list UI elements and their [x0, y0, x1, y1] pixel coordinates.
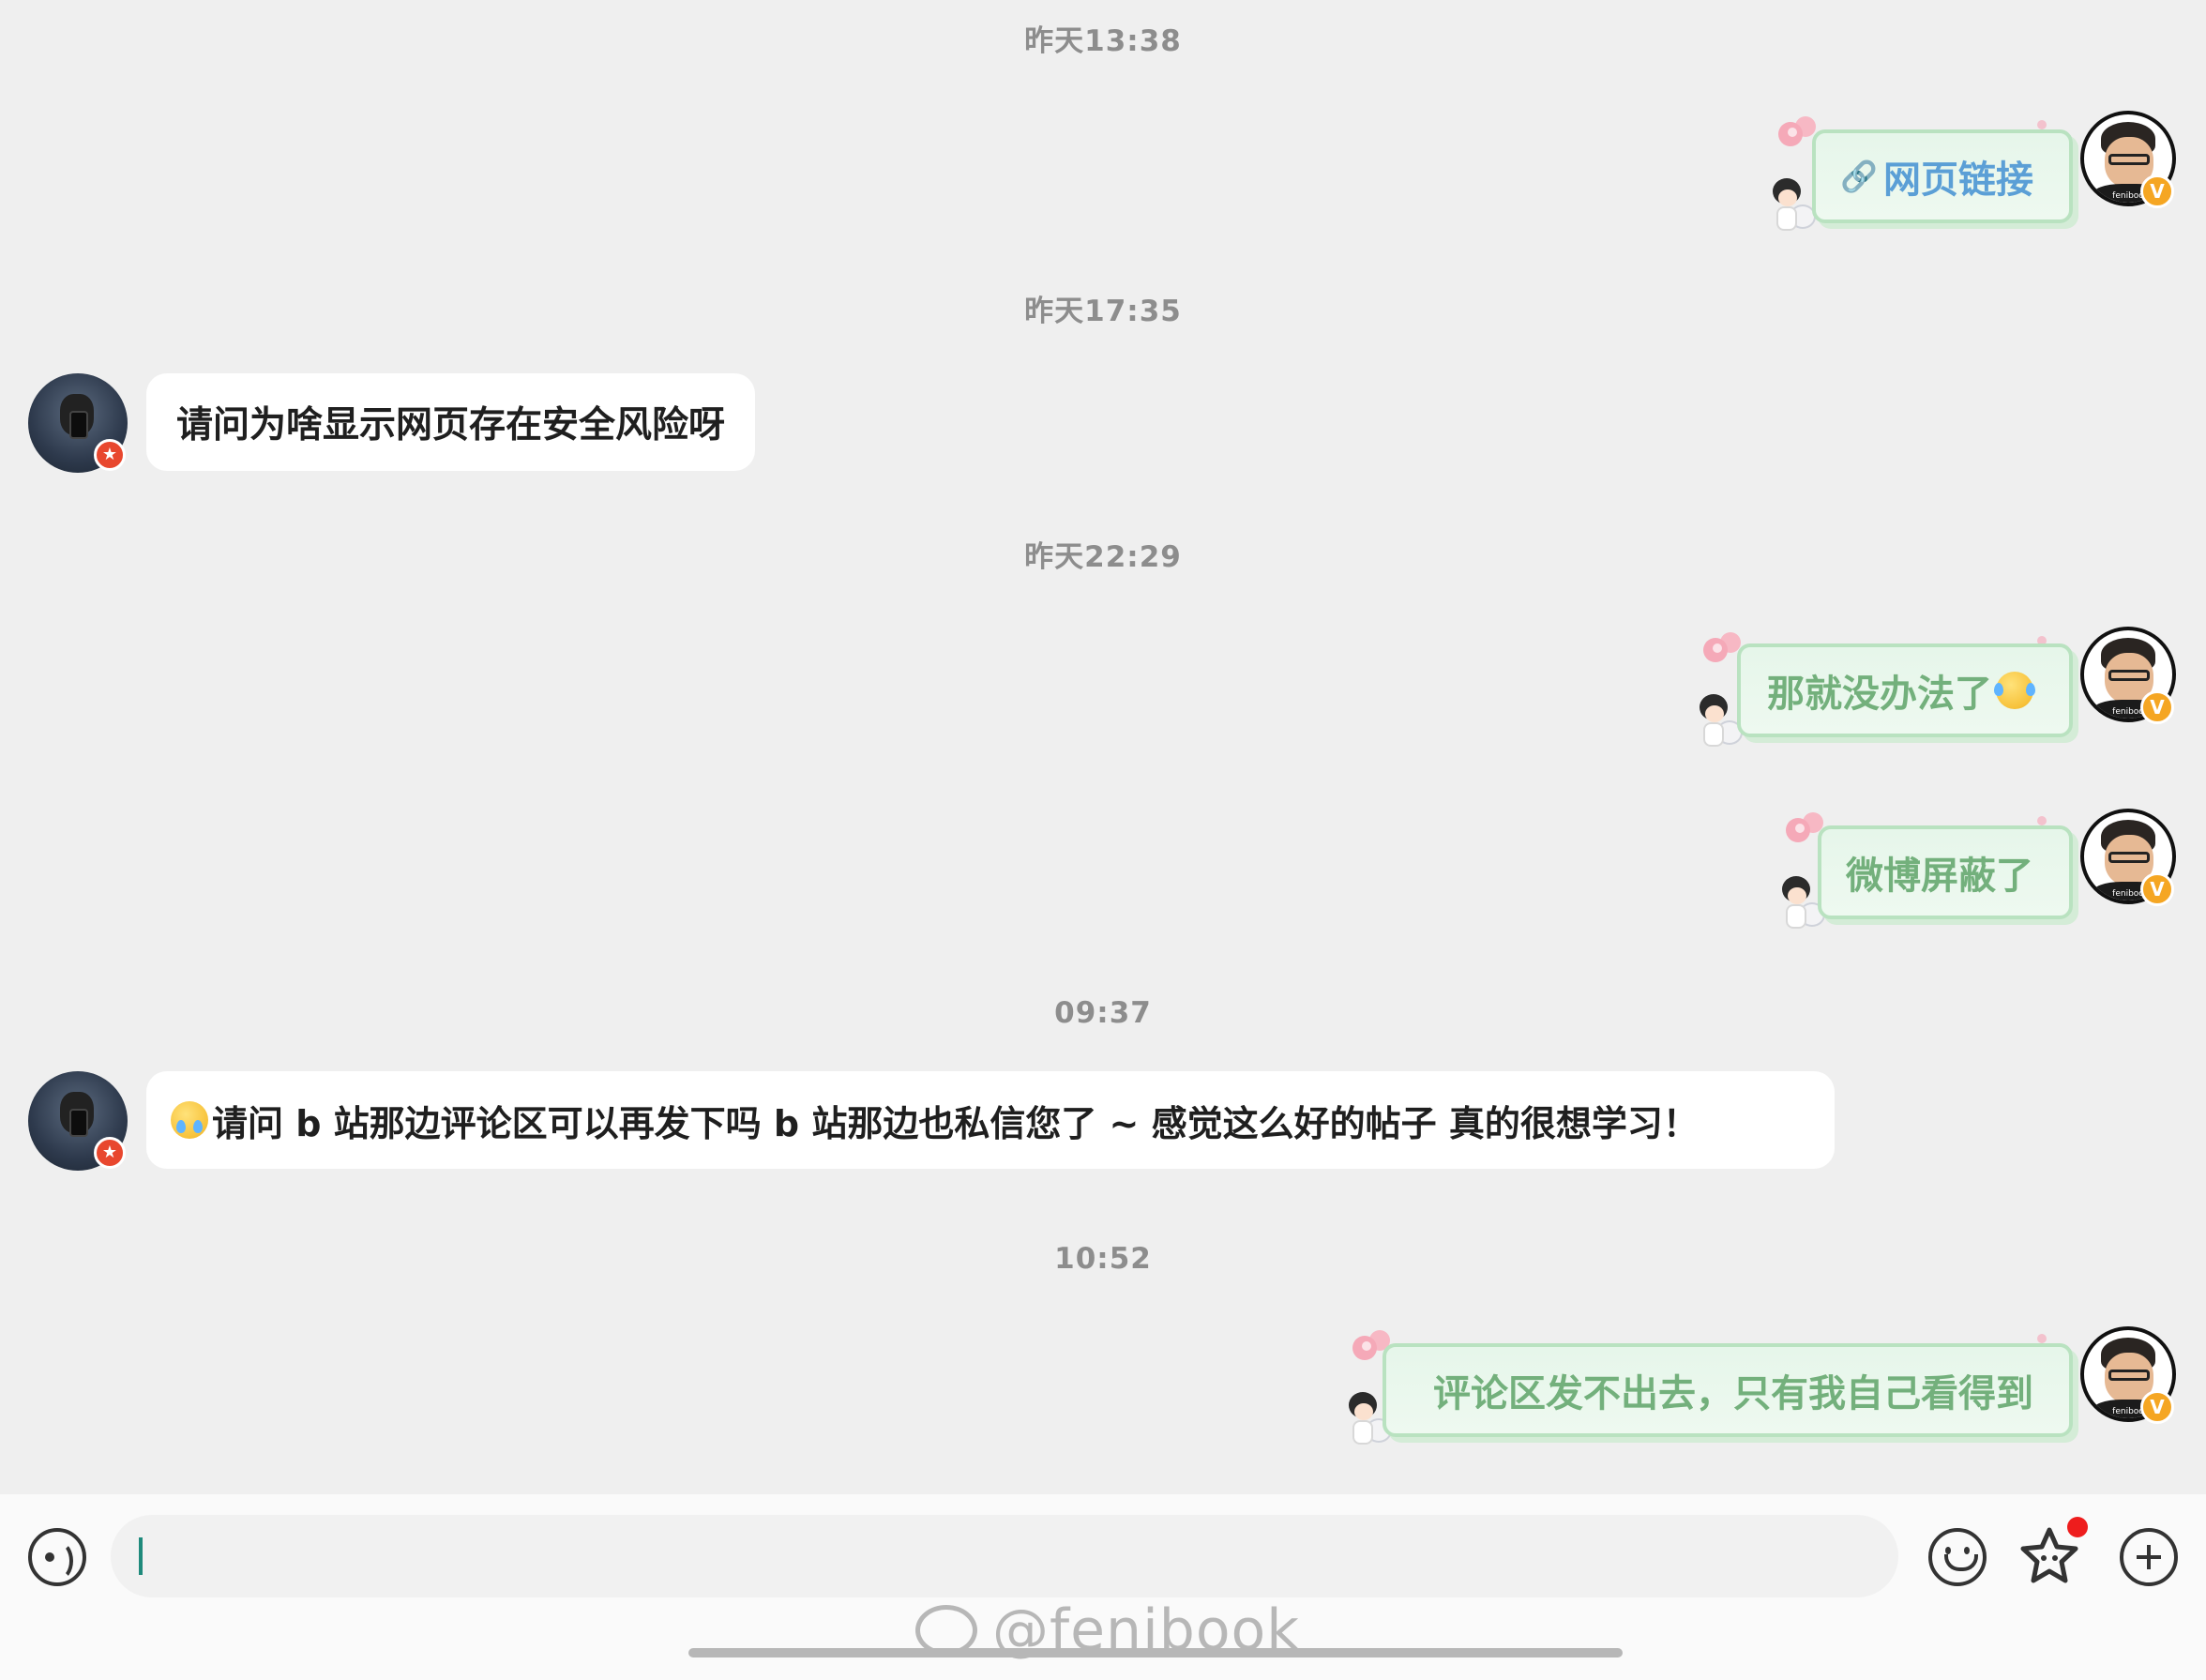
sparkle-decoration: [2037, 816, 2047, 825]
badge-icon: ★: [94, 439, 126, 471]
flower-decoration: [1786, 810, 1823, 848]
voice-icon[interactable]: [28, 1528, 86, 1586]
emoji-icon[interactable]: [1928, 1528, 1987, 1586]
avatar[interactable]: [28, 373, 128, 473]
message-text: 评论区发不出去，只有我自己看得到: [1433, 1372, 2033, 1415]
message-bubble[interactable]: 请问为啥显示网页存在安全风险呀: [146, 373, 756, 471]
sparkle-decoration: [2037, 1334, 2047, 1343]
verified-badge-icon: V: [2140, 872, 2174, 906]
crying-emoji: [171, 1101, 208, 1139]
message-text: 请问为啥显示网页存在安全风险呀: [176, 404, 726, 446]
chat-area[interactable]: 昨天13:38 🔗 网页链接 feniboo V 昨天17:35 ★ 请问为啥显…: [0, 0, 2206, 1494]
message-text: 请问 b 站那边评论区可以再发下吗 b 站那边也私信您了 ~ 感觉这么好的帖子 …: [212, 1102, 1699, 1144]
link-text[interactable]: 网页链接: [1883, 159, 2033, 202]
home-indicator[interactable]: [688, 1648, 1623, 1657]
message-text: 那就没办法了: [1767, 673, 1992, 716]
message-bubble[interactable]: 微博屏蔽了: [1818, 825, 2073, 919]
verified-badge-icon: V: [2140, 174, 2174, 208]
sparkle-decoration: [2037, 120, 2047, 129]
flower-decoration: [1703, 630, 1741, 668]
flower-decoration: [1778, 114, 1816, 152]
plus-icon[interactable]: [2120, 1528, 2178, 1586]
timestamp: 昨天13:38: [1024, 24, 1182, 58]
message-input[interactable]: [111, 1515, 1898, 1597]
flower-decoration: [1352, 1328, 1390, 1366]
laughing-tears-emoji: [1994, 672, 2035, 709]
timestamp: 昨天22:29: [1024, 540, 1182, 574]
composer-bar: @fenibook: [0, 1494, 2206, 1680]
timestamp: 10:52: [1054, 1242, 1152, 1276]
message-text: 微博屏蔽了: [1846, 855, 2033, 898]
sparkle-decoration: [2037, 636, 2047, 645]
timestamp: 昨天17:35: [1024, 295, 1182, 328]
link-icon: 🔗: [1840, 159, 1878, 194]
message-bubble[interactable]: 那就没办法了: [1737, 643, 2073, 737]
chibi-sticker-icon: [1769, 178, 1821, 236]
text-caret: [139, 1537, 143, 1575]
timestamp: 09:37: [1054, 996, 1152, 1030]
verified-badge-icon: V: [2140, 1390, 2174, 1424]
message-bubble[interactable]: 🔗 网页链接: [1812, 129, 2073, 223]
notification-dot: [2067, 1517, 2088, 1537]
sticker-icon[interactable]: [2017, 1524, 2082, 1590]
verified-badge-icon: V: [2140, 690, 2174, 724]
message-bubble[interactable]: 请问 b 站那边评论区可以再发下吗 b 站那边也私信您了 ~ 感觉这么好的帖子 …: [146, 1071, 1835, 1169]
message-bubble[interactable]: 评论区发不出去，只有我自己看得到: [1383, 1343, 2073, 1437]
badge-icon: ★: [94, 1137, 126, 1169]
